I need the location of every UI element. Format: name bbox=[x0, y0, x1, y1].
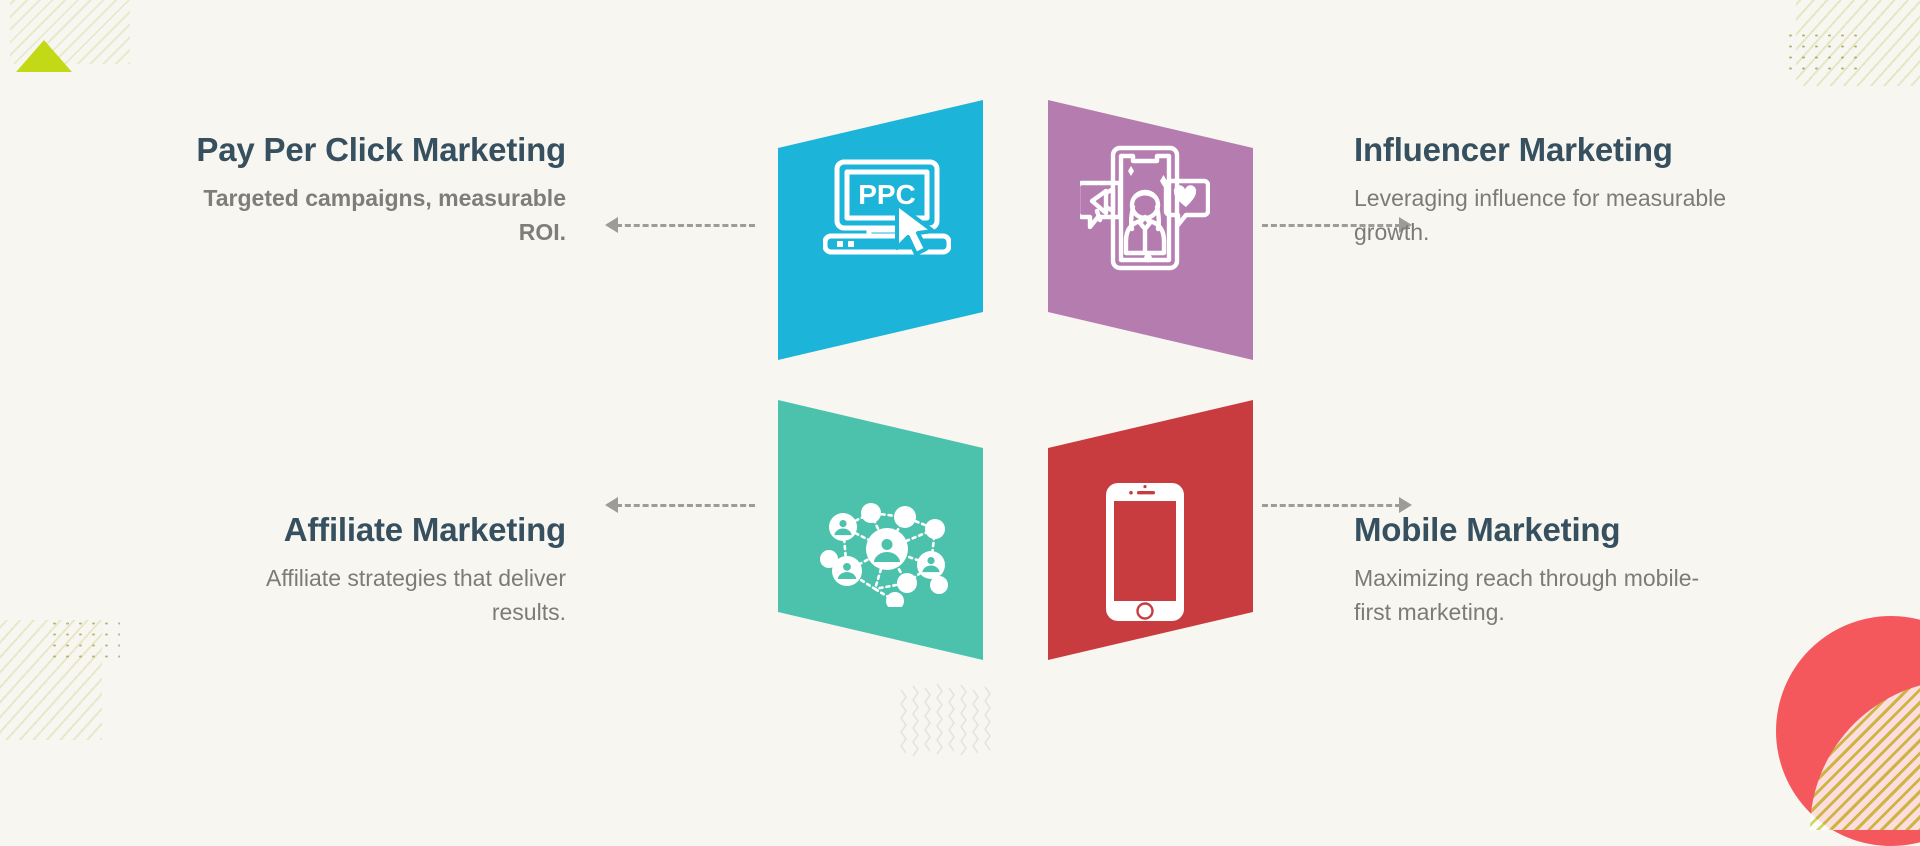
panel-affiliate[interactable] bbox=[778, 400, 983, 660]
arrow-dashed-line bbox=[616, 503, 755, 507]
card-text-ppc: Pay Per Click Marketing Targeted campaig… bbox=[0, 131, 610, 250]
arrow-dashed-line bbox=[616, 223, 755, 227]
card-description-ppc: Targeted campaigns, measurable ROI. bbox=[203, 185, 566, 246]
card-text-affiliate: Affiliate Marketing Affiliate strategies… bbox=[0, 511, 610, 630]
arrow-to-mobile bbox=[1262, 495, 1412, 515]
smartphone-influencer-icon bbox=[1042, 78, 1247, 338]
card-title-mobile: Mobile Marketing bbox=[1354, 510, 1621, 548]
panel-mobile[interactable] bbox=[1048, 400, 1253, 660]
card-description-influencer: Leveraging influence for measurable grow… bbox=[1354, 185, 1727, 246]
arrow-to-affiliate bbox=[605, 495, 755, 515]
smartphone-icon bbox=[1042, 422, 1247, 682]
panel-influencer-shape bbox=[1048, 100, 1253, 360]
arrow-head-left-icon bbox=[605, 497, 618, 513]
card-text-influencer: Influencer Marketing Leveraging influenc… bbox=[1310, 131, 1920, 250]
card-text-mobile: Mobile Marketing Maximizing reach throug… bbox=[1310, 511, 1920, 630]
card-title-influencer: Influencer Marketing bbox=[1354, 130, 1673, 168]
arrow-head-right-icon bbox=[1399, 217, 1412, 233]
arrow-head-left-icon bbox=[605, 217, 618, 233]
card-description-mobile: Maximizing reach through mobile-first ma… bbox=[1354, 565, 1700, 626]
laptop-ppc-cursor-icon: PPC bbox=[784, 78, 989, 338]
arrow-to-influencer bbox=[1262, 215, 1412, 235]
card-title-affiliate: Affiliate Marketing bbox=[283, 510, 566, 548]
panel-ppc[interactable]: PPC bbox=[778, 100, 983, 360]
arrow-to-ppc bbox=[605, 215, 755, 235]
arrow-dashed-line bbox=[1262, 223, 1401, 227]
arrow-head-right-icon bbox=[1399, 497, 1412, 513]
card-description-affiliate: Affiliate strategies that deliver result… bbox=[265, 565, 566, 626]
panel-influencer[interactable] bbox=[1048, 100, 1253, 360]
card-title-ppc: Pay Per Click Marketing bbox=[196, 130, 566, 168]
network-people-icon bbox=[784, 422, 989, 682]
ppc-icon-label: PPC bbox=[858, 179, 916, 210]
arrow-dashed-line bbox=[1262, 503, 1401, 507]
